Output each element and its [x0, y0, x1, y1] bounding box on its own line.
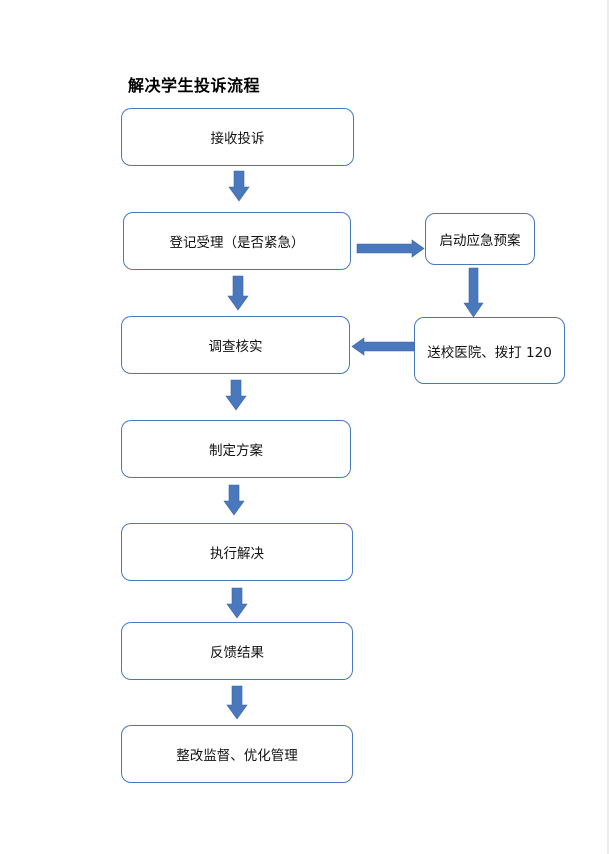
step-receive-complaint: 接收投诉: [121, 108, 354, 166]
step-label: 整改监督、优化管理: [176, 748, 298, 764]
hospital-call-box: 送校医院、拨打 120: [414, 317, 565, 384]
arrow-down-2: [227, 275, 249, 311]
diagram-title: 解决学生投诉流程: [128, 76, 261, 95]
step-register-accept: 登记受理（是否紧急）: [123, 212, 351, 270]
step-label: 调查核实: [208, 339, 263, 355]
step-execute-resolve: 执行解决: [121, 523, 353, 581]
arrow-down-4: [223, 484, 245, 516]
arrow-left-return: [351, 337, 415, 356]
emergency-label: 送校医院、拨打 120: [427, 344, 552, 361]
step-label: 登记受理（是否紧急）: [169, 235, 305, 251]
step-make-plan: 制定方案: [121, 420, 351, 478]
step-investigate-verify: 调查核实: [121, 316, 350, 374]
step-label: 反馈结果: [210, 645, 264, 661]
step-label: 制定方案: [209, 443, 263, 459]
emergency-plan-box: 启动应急预案: [425, 213, 535, 265]
page-edge: [607, 0, 609, 854]
step-feedback-result: 反馈结果: [121, 622, 353, 680]
step-rectify-optimize: 整改监督、优化管理: [121, 725, 353, 783]
step-label: 接收投诉: [210, 131, 265, 147]
arrow-down-emergency: [463, 267, 484, 318]
step-label: 执行解决: [210, 546, 264, 562]
arrow-down-5: [226, 587, 248, 619]
arrow-down-1: [228, 170, 250, 202]
emergency-label: 启动应急预案: [439, 233, 521, 249]
arrow-down-3: [225, 379, 247, 411]
arrow-right-emergency: [356, 239, 425, 258]
arrow-down-6: [226, 685, 248, 720]
